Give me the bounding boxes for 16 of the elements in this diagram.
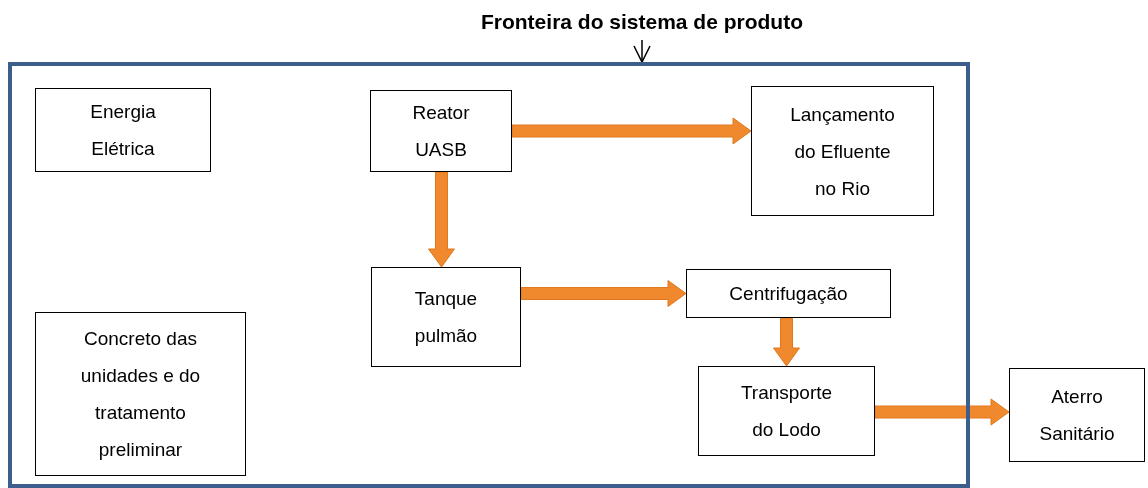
process-box: Reator UASB <box>370 90 512 172</box>
process-box: Energia Elétrica <box>35 88 211 172</box>
boundary-label: Fronteira do sistema de produto <box>440 4 844 40</box>
arrow <box>428 171 455 268</box>
process-box: Lançamento do Efluente no Rio <box>751 86 934 216</box>
boundary-box <box>8 62 970 488</box>
leader-line <box>633 39 651 63</box>
arrow <box>773 317 800 367</box>
arrow <box>520 280 687 307</box>
process-box: Concreto das unidades e do tratamento preliminar <box>35 312 246 476</box>
process-box: Aterro Sanitário <box>1009 368 1145 462</box>
process-box: Centrifugação <box>686 269 891 318</box>
arrow <box>511 117 752 145</box>
arrow <box>874 398 1010 426</box>
process-box: Tanque pulmão <box>371 267 521 367</box>
process-box: Transporte do Lodo <box>698 366 875 456</box>
